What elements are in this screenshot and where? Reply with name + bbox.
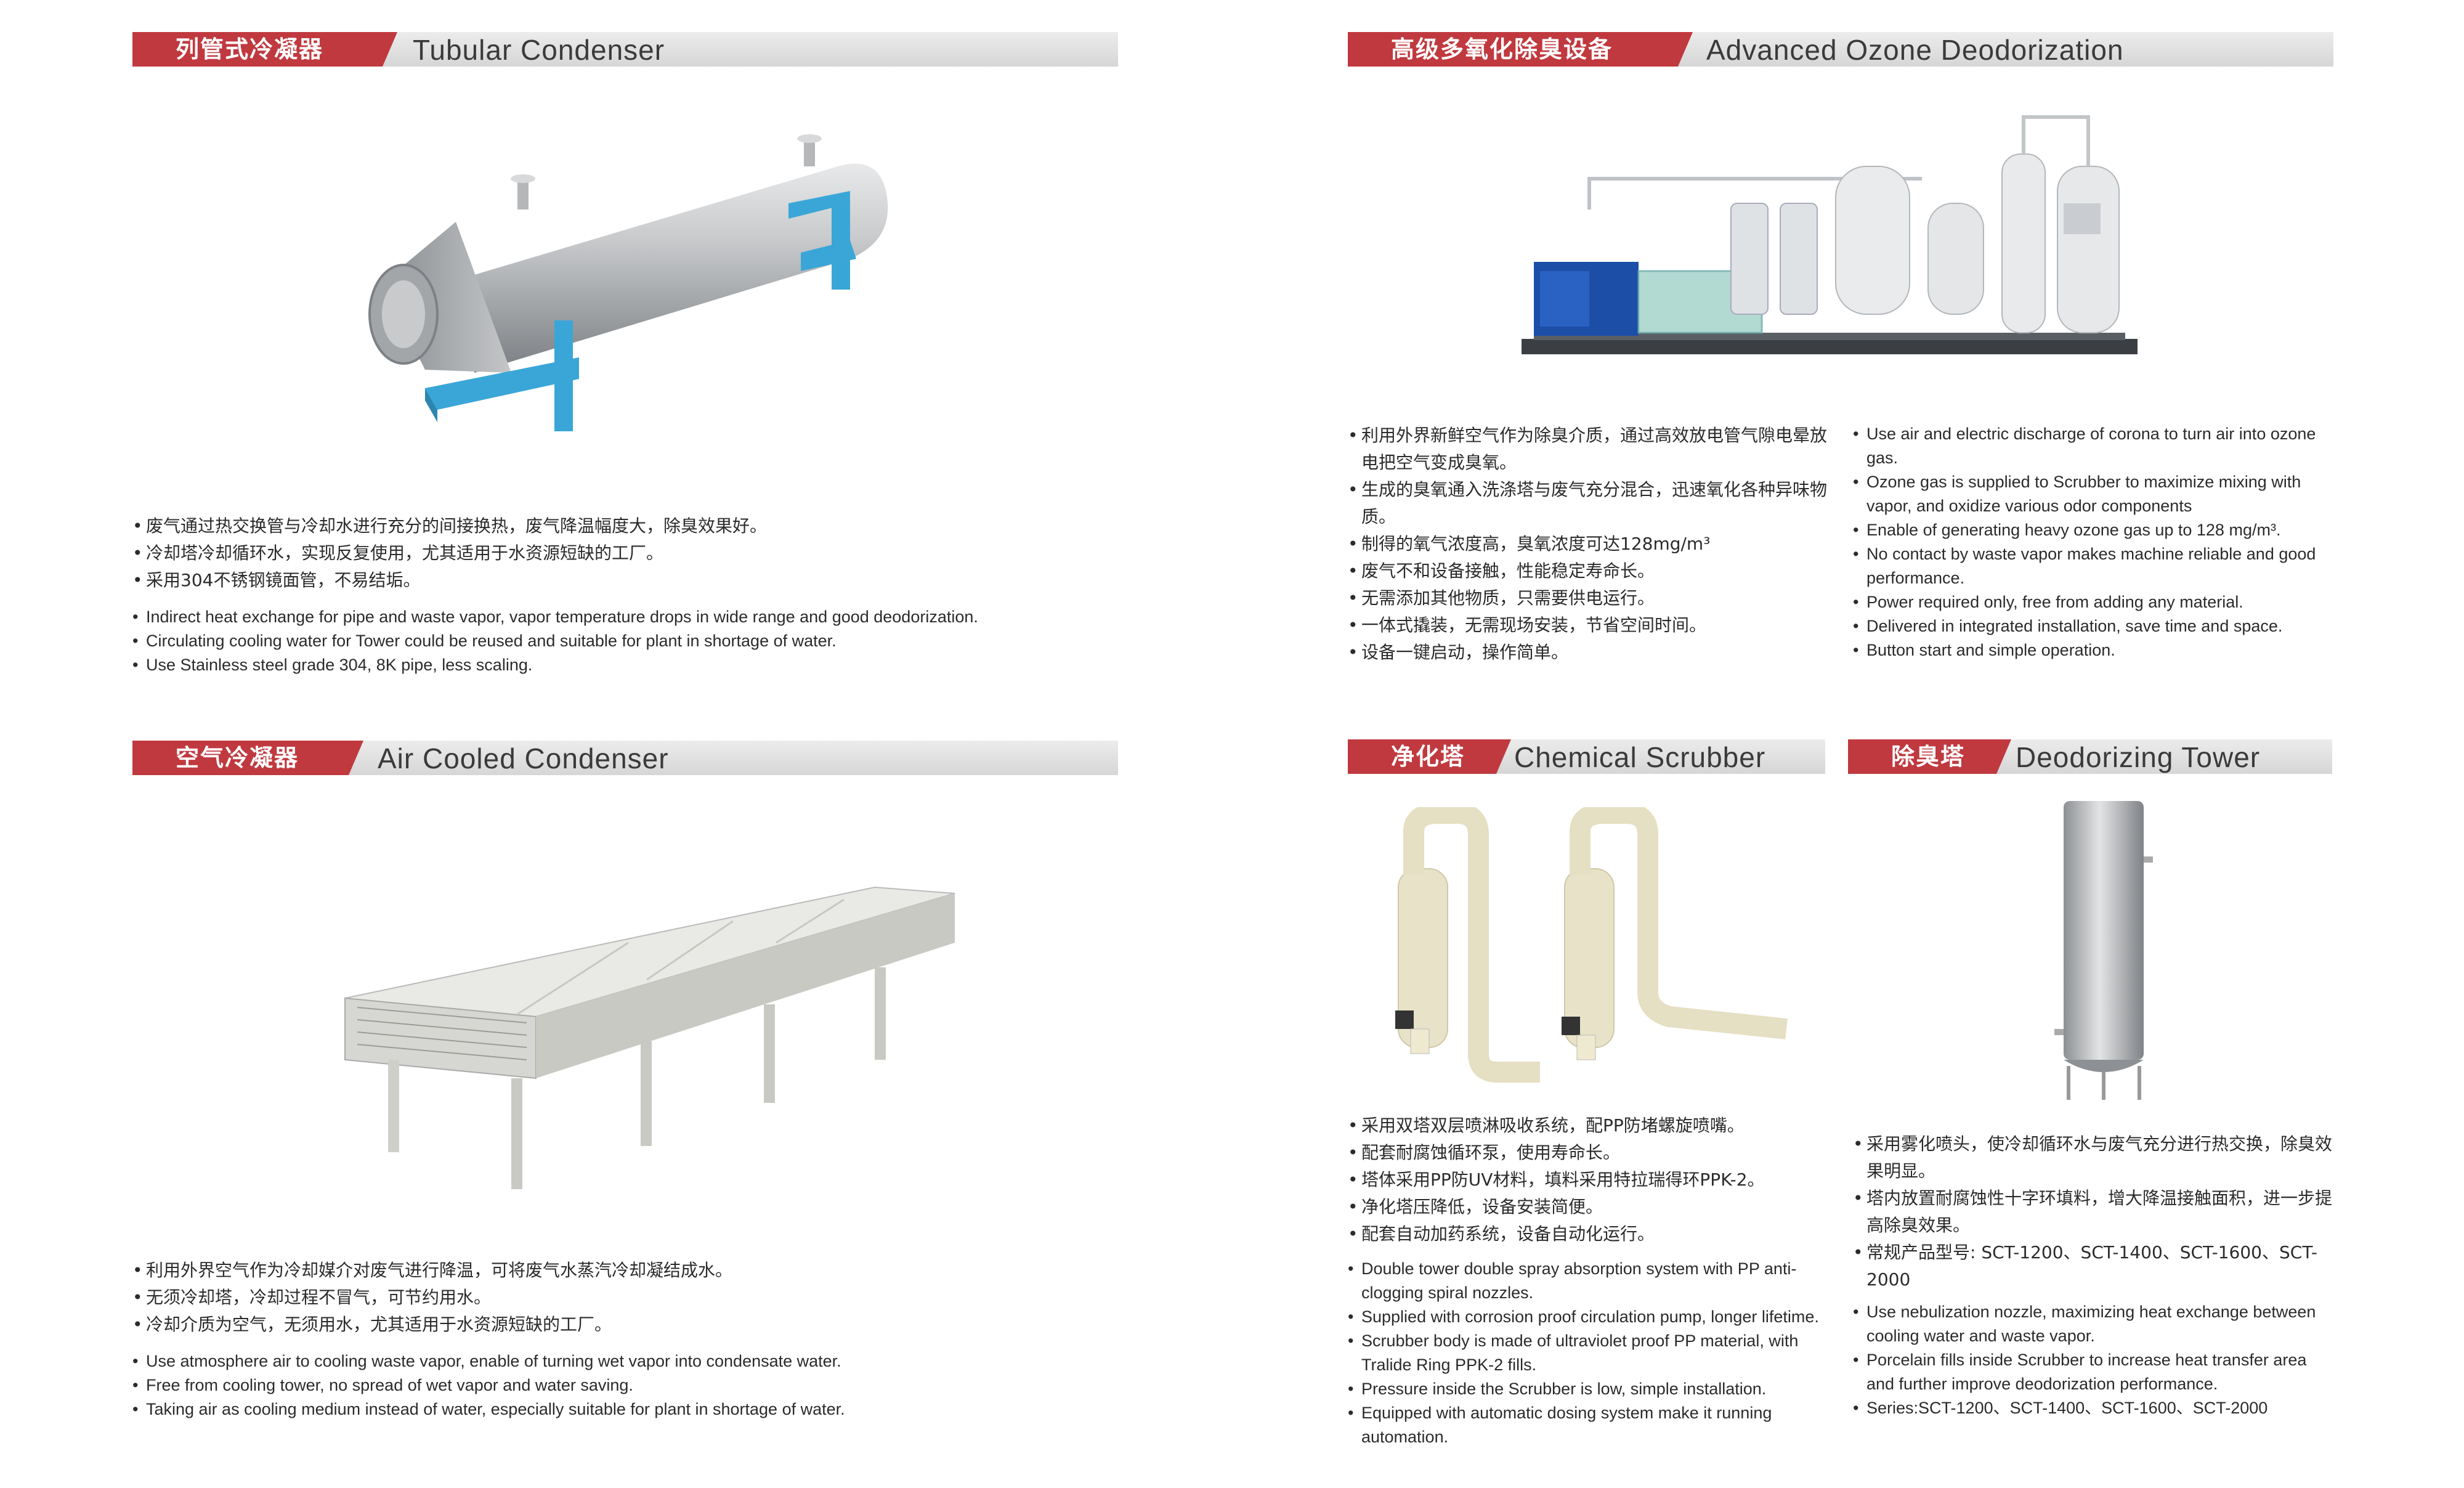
scrubber-en-list: Double tower double spray absorption sys… <box>1348 1257 1822 1449</box>
scrubber-zh-item: 塔体采用PP防UV材料，填料采用特拉瑞得环PPK-2。 <box>1348 1166 1841 1193</box>
scrubber-zh-item: 配套耐腐蚀循环泵，使用寿命长。 <box>1348 1139 1841 1166</box>
aircooled-title-cn: 空气冷凝器 <box>132 741 363 775</box>
deodorizing-tower-image <box>2054 801 2153 1100</box>
ozone-zh-item: 一体式撬装，无需现场安装，节省空间时间。 <box>1348 612 1828 639</box>
scrubber-en-item: Double tower double spray absorption sys… <box>1348 1257 1822 1305</box>
ozone-en-item: Ozone gas is supplied to Scrubber to max… <box>1853 470 2340 518</box>
ozone-header: 高级多氧化除臭设备 Advanced Ozone Deodorization <box>1348 32 2333 67</box>
tubular-title-cn: 列管式冷凝器 <box>132 32 397 67</box>
aircooled-en-list: Use atmosphere air to cooling waste vapo… <box>132 1349 1118 1421</box>
air-cooled-condenser-image <box>344 886 955 1189</box>
ozone-en-item: Enable of generating heavy ozone gas up … <box>1853 518 2340 542</box>
tubular-header: 列管式冷凝器 Tubular Condenser <box>132 32 1118 67</box>
tower-title-en: Deodorizing Tower <box>2016 741 2261 773</box>
aircooled-en-item: Use atmosphere air to cooling waste vapo… <box>132 1349 1118 1373</box>
scrubber-en-item: Scrubber body is made of ultraviolet pro… <box>1348 1329 1822 1377</box>
aircooled-zh-item: 利用外界空气作为冷却媒介对废气进行降温，可将废气水蒸汽冷却凝结成水。 <box>132 1257 1056 1284</box>
ozone-title-cn: 高级多氧化除臭设备 <box>1348 32 1693 67</box>
ozone-en-item: Power required only, free from adding an… <box>1853 590 2340 614</box>
chemical-scrubber-image <box>1395 807 1788 1083</box>
tower-header: 除臭塔 Deodorizing Tower <box>1848 739 2332 774</box>
tubular-zh-list: 废气通过热交换管与冷却水进行充分的间接换热，废气降温幅度大，除臭效果好。 冷却塔… <box>132 513 1056 594</box>
ozone-en-item: No contact by waste vapor makes machine … <box>1853 542 2340 590</box>
tower-zh-list: 采用雾化喷头，使冷却循环水与废气充分进行热交换，除臭效果明显。 塔内放置耐腐蚀性… <box>1853 1131 2333 1293</box>
ozone-zh-item: 设备一键启动，操作简单。 <box>1348 639 1828 666</box>
tubular-zh-item: 冷却塔冷却循环水，实现反复使用，尤其适用于水资源短缺的工厂。 <box>132 540 1056 567</box>
tower-en-item: Porcelain fills inside Scrubber to incre… <box>1853 1348 2333 1396</box>
tubular-en-list: Indirect heat exchange for pipe and wast… <box>132 605 1118 677</box>
scrubber-zh-item: 采用双塔双层喷淋吸收系统，配PP防堵螺旋喷嘴。 <box>1348 1112 1841 1139</box>
ozone-title-en: Advanced Ozone Deodorization <box>1706 34 2124 66</box>
scrubber-en-item: Equipped with automatic dosing system ma… <box>1348 1401 1822 1449</box>
ozone-en-item: Delivered in integrated installation, sa… <box>1853 614 2340 638</box>
tubular-condenser-image <box>368 134 888 431</box>
tubular-en-item: Circulating cooling water for Tower coul… <box>132 629 1118 653</box>
ozone-equipment-image <box>1522 115 2138 354</box>
tower-en-list: Use nebulization nozzle, maximizing heat… <box>1853 1300 2333 1420</box>
aircooled-zh-item: 无须冷却塔，冷却过程不冒气，可节约用水。 <box>132 1284 1056 1311</box>
ozone-en-item: Button start and simple operation. <box>1853 638 2340 662</box>
tower-en-item: Use nebulization nozzle, maximizing heat… <box>1853 1300 2333 1348</box>
tubular-en-item: Indirect heat exchange for pipe and wast… <box>132 605 1118 629</box>
aircooled-title-en: Air Cooled Condenser <box>378 742 669 774</box>
tubular-title-en: Tubular Condenser <box>413 34 665 66</box>
ozone-zh-item: 制得的氧气浓度高，臭氧浓度可达128mg/m³ <box>1348 531 1828 558</box>
scrubber-title-cn: 净化塔 <box>1348 739 1511 774</box>
aircooled-zh-item: 冷却介质为空气，无须用水，尤其适用于水资源短缺的工厂。 <box>132 1311 1056 1338</box>
aircooled-header: 空气冷凝器 Air Cooled Condenser <box>132 741 1118 775</box>
ozone-zh-list: 利用外界新鲜空气作为除臭介质，通过高效放电管气隙电晕放电把空气变成臭氧。 生成的… <box>1348 422 1828 666</box>
scrubber-header: 净化塔 Chemical Scrubber <box>1348 739 1825 774</box>
ozone-zh-item: 生成的臭氧通入洗涤塔与废气充分混合，迅速氧化各种异味物质。 <box>1348 476 1828 531</box>
ozone-zh-item: 无需添加其他物质，只需要供电运行。 <box>1348 585 1828 612</box>
tower-zh-item: 常规产品型号: SCT-1200、SCT-1400、SCT-1600、SCT-2… <box>1853 1239 2333 1293</box>
tower-zh-item: 采用雾化喷头，使冷却循环水与废气充分进行热交换，除臭效果明显。 <box>1853 1131 2333 1185</box>
tower-en-item: Series:SCT-1200、SCT-1400、SCT-1600、SCT-20… <box>1853 1396 2333 1420</box>
tower-title-cn: 除臭塔 <box>1848 739 2011 774</box>
scrubber-en-item: Pressure inside the Scrubber is low, sim… <box>1348 1377 1822 1401</box>
ozone-en-item: Use air and electric discharge of corona… <box>1853 422 2340 470</box>
scrubber-zh-item: 净化塔压降低，设备安装简便。 <box>1348 1193 1841 1221</box>
ozone-en-list: Use air and electric discharge of corona… <box>1853 422 2340 662</box>
scrubber-zh-list: 采用双塔双层喷淋吸收系统，配PP防堵螺旋喷嘴。 配套耐腐蚀循环泵，使用寿命长。 … <box>1348 1112 1841 1248</box>
tubular-zh-item: 废气通过热交换管与冷却水进行充分的间接换热，废气降温幅度大，除臭效果好。 <box>132 513 1056 540</box>
tubular-en-item: Use Stainless steel grade 304, 8K pipe, … <box>132 653 1118 677</box>
aircooled-zh-list: 利用外界空气作为冷却媒介对废气进行降温，可将废气水蒸汽冷却凝结成水。 无须冷却塔… <box>132 1257 1056 1338</box>
scrubber-title-en: Chemical Scrubber <box>1514 741 1766 773</box>
tubular-zh-item: 采用304不锈钢镜面管，不易结垢。 <box>132 567 1056 594</box>
aircooled-en-item: Free from cooling tower, no spread of we… <box>132 1373 1118 1397</box>
aircooled-en-item: Taking air as cooling medium instead of … <box>132 1397 1118 1421</box>
scrubber-zh-item: 配套自动加药系统，设备自动化运行。 <box>1348 1221 1841 1248</box>
tower-zh-item: 塔内放置耐腐蚀性十字环填料，增大降温接触面积，进一步提高除臭效果。 <box>1853 1185 2333 1239</box>
ozone-zh-item: 废气不和设备接触，性能稳定寿命长。 <box>1348 558 1828 585</box>
scrubber-en-item: Supplied with corrosion proof circulatio… <box>1348 1305 1822 1329</box>
ozone-zh-item: 利用外界新鲜空气作为除臭介质，通过高效放电管气隙电晕放电把空气变成臭氧。 <box>1348 422 1828 476</box>
